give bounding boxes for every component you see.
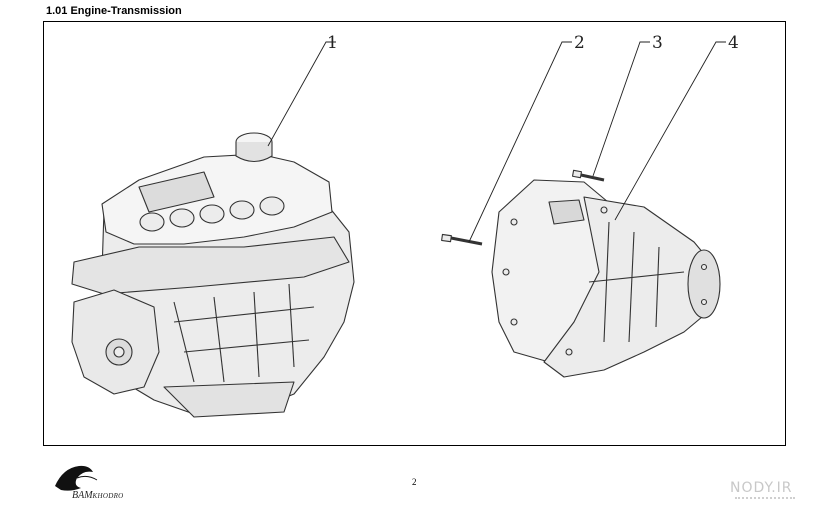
- callout-4: 4: [728, 33, 739, 53]
- logo-sub: KHODRO: [92, 492, 124, 500]
- callout-3: 3: [652, 33, 663, 53]
- page-number: 2: [412, 477, 417, 487]
- transmission-assembly: [491, 179, 721, 378]
- bam-khodro-logo-icon: [55, 465, 98, 491]
- bolt-2: [441, 233, 483, 246]
- page-title: 1.01 Engine-Transmission: [46, 5, 182, 17]
- callout-2: 2: [574, 33, 585, 53]
- callout-1: 1: [327, 33, 338, 53]
- logo-text: BAMKHODRO: [72, 490, 124, 501]
- watermark-underline: [735, 497, 795, 502]
- diagram-frame: 1 2 3 4: [43, 21, 786, 446]
- engine-assembly: [71, 132, 355, 418]
- bolt-3: [571, 169, 605, 182]
- logo-brand: BAM: [72, 490, 93, 501]
- watermark: NODY.IR: [730, 480, 793, 496]
- engine-transmission-illustration: [71, 41, 726, 418]
